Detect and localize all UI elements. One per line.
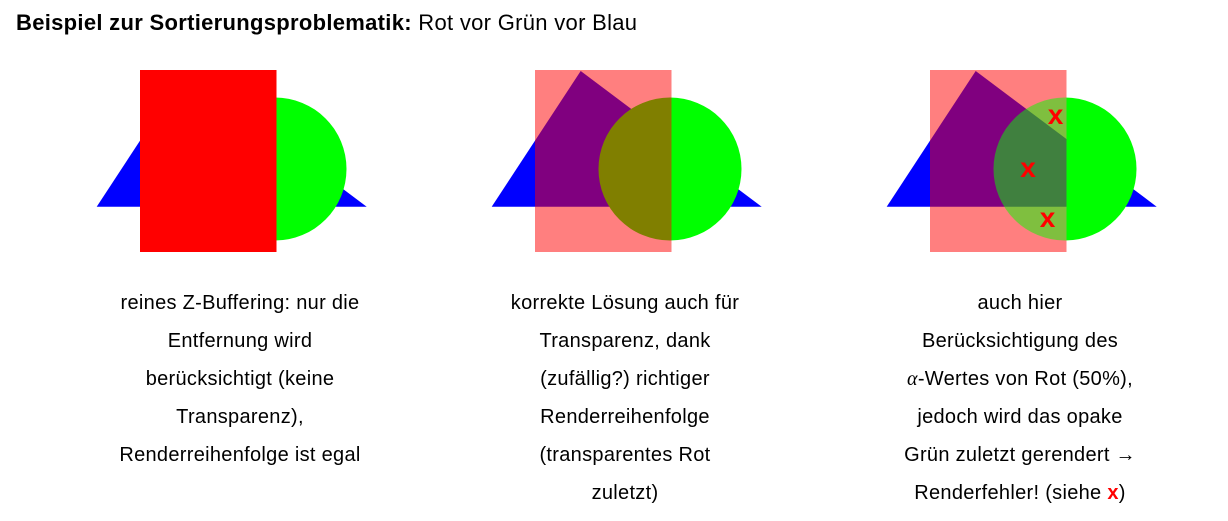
- caption-line: Entfernung wird: [167, 330, 313, 352]
- caption-line: Transparenz, dank: [539, 330, 711, 352]
- caption-line: Renderfehler! (siehe x): [820, 474, 1220, 512]
- caption-correct-render-order: korrekte Lösung auch für Transparenz, da…: [425, 284, 825, 512]
- title-bold-part: Beispiel zur Sortierungsproblematik:: [16, 10, 412, 35]
- figure-pure-z-buffering: [96, 70, 367, 252]
- red-rectangle-transparent: [535, 70, 672, 252]
- figure-wrong-render-order: x x x: [886, 70, 1157, 252]
- error-x-mark-3: x: [1040, 202, 1056, 233]
- red-rectangle-opaque: [140, 70, 277, 252]
- caption-line: reines Z-Buffering: nur die: [120, 292, 360, 314]
- caption-wrong-render-order: auch hier Berücksichtigung des α-Wertes …: [820, 284, 1220, 512]
- caption-line-post: ): [1118, 482, 1126, 504]
- caption-line: Berücksichtigung des: [921, 330, 1119, 352]
- caption-line: Renderreihenfolge ist egal: [119, 444, 361, 466]
- green-circle-blended-error: [993, 97, 1067, 241]
- caption-line: auch hier: [977, 292, 1063, 314]
- caption-line: jedoch wird das opake: [917, 406, 1123, 428]
- red-x-reference: x: [1107, 482, 1119, 504]
- caption-line-rest: -Wertes von Rot (50%),: [917, 368, 1133, 390]
- caption-pure-z-buffering: reines Z-Buffering: nur die Entfernung w…: [40, 284, 440, 474]
- caption-line: Transparenz),: [176, 406, 304, 428]
- slide-title: Beispiel zur Sortierungsproblematik: Rot…: [16, 8, 637, 38]
- caption-line: zuletzt): [591, 482, 659, 504]
- caption-line: Renderreihenfolge: [540, 406, 710, 428]
- caption-line-pre: Renderfehler! (siehe: [914, 482, 1108, 504]
- caption-line: berücksichtigt (keine: [145, 368, 335, 390]
- figure-correct-render-order: [491, 70, 762, 252]
- error-x-mark-1: x: [1048, 99, 1064, 130]
- caption-line: α-Wertes von Rot (50%),: [820, 360, 1220, 398]
- caption-line: (zufällig?) richtiger: [540, 368, 710, 390]
- error-x-mark-2: x: [1020, 152, 1036, 183]
- caption-line: (transparentes Rot: [539, 444, 711, 466]
- title-normal-part: Rot vor Grün vor Blau: [411, 10, 638, 35]
- alpha-symbol: α: [907, 368, 918, 390]
- caption-line: korrekte Lösung auch für: [510, 292, 740, 314]
- caption-line: Grün zuletzt gerendert →: [904, 444, 1136, 466]
